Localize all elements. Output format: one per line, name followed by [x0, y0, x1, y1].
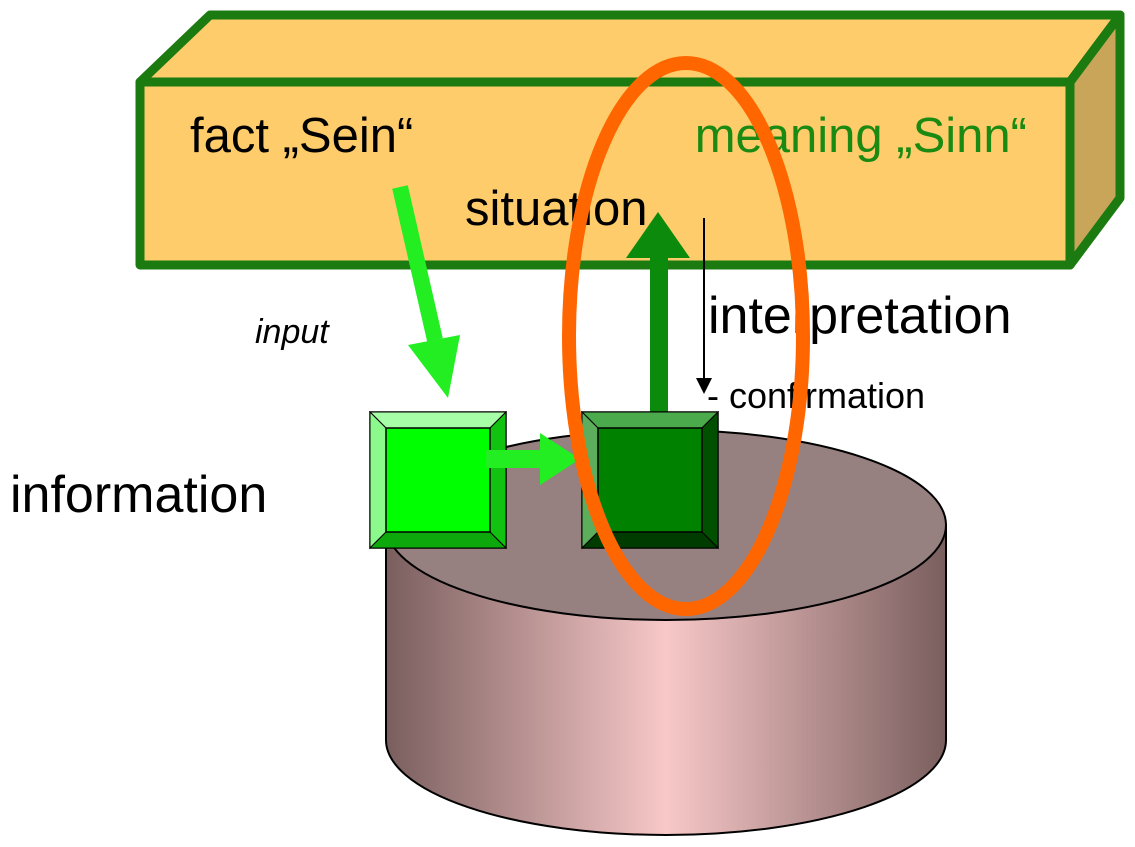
confirmation-label: - confirmation	[707, 375, 925, 416]
information-square	[368, 410, 508, 550]
box-top-face	[135, 10, 1125, 87]
confirmation-arrow	[696, 218, 712, 394]
box-front-face	[135, 77, 1075, 270]
situation-box	[135, 10, 1125, 270]
input-label: input	[255, 313, 330, 351]
transfer-arrow	[486, 433, 580, 485]
interpretation-arrow	[626, 212, 690, 415]
input-arrow	[392, 185, 460, 398]
interpretation-label: interpretation	[708, 287, 1012, 345]
information-label: information	[10, 466, 267, 524]
highlight-ellipse	[562, 56, 810, 616]
situation-label: situation	[465, 182, 648, 236]
fact-label: fact „Sein“	[190, 109, 413, 163]
meaning-label: meaning „Sinn“	[695, 109, 1027, 163]
